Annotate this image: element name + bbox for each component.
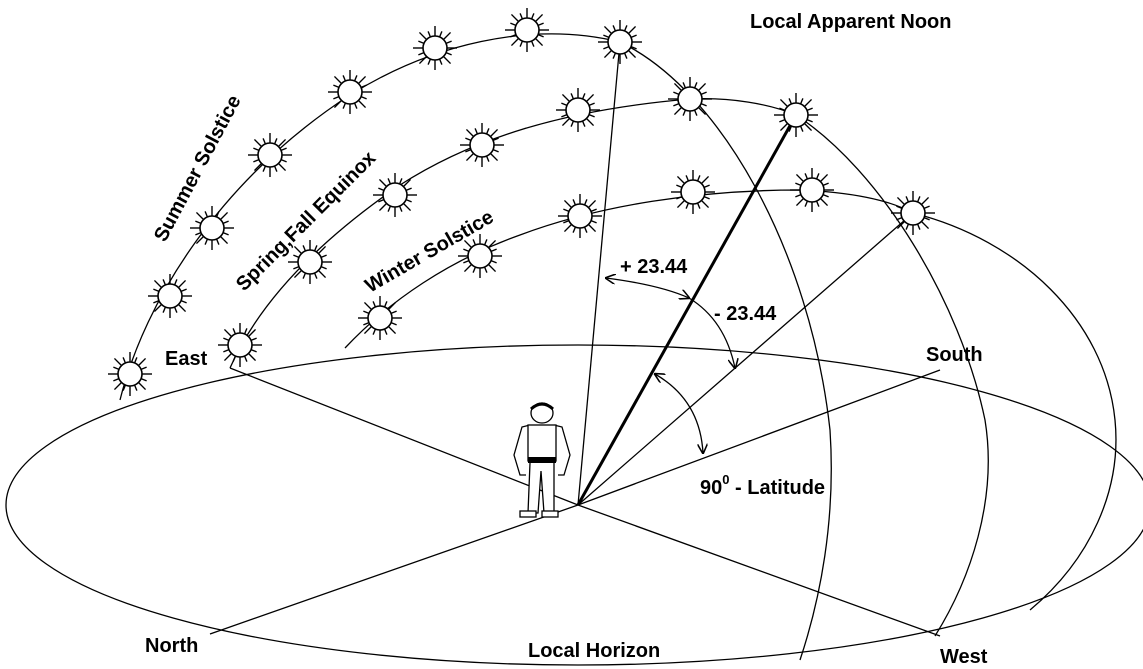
sun-icon [288, 240, 332, 284]
latitude-angle-arc [655, 374, 703, 453]
zenith-line [577, 41, 621, 506]
latitude-sup: 0 [722, 472, 729, 487]
north-line [209, 504, 579, 635]
sun-icon [671, 170, 715, 214]
winter-sky-arc [912, 212, 1117, 611]
sun-icon [668, 77, 712, 121]
sun-icon [556, 88, 600, 132]
local-apparent-noon-label: Local Apparent Noon [750, 11, 951, 33]
minus-angle-arc [688, 297, 735, 368]
sun-icon [458, 234, 502, 278]
sun-icon [558, 194, 602, 238]
sun-icon [248, 133, 292, 177]
sun-icon [218, 323, 262, 367]
winter-solstice-path [344, 189, 914, 349]
latitude-base: 90 [700, 477, 722, 499]
latitude-label: 900 - Latitude [700, 472, 825, 499]
west-line [577, 504, 941, 637]
sun-icon [774, 93, 818, 137]
sun-icon [460, 123, 504, 167]
sun-icon [373, 173, 417, 217]
equinox-sky-arc [795, 114, 989, 637]
sun-icon [598, 20, 642, 64]
sun-icon [413, 26, 457, 70]
equinox-path [229, 98, 797, 369]
south-label: South [926, 344, 983, 366]
horizon-ellipse [5, 344, 1143, 666]
person-icon [513, 402, 571, 518]
minus-angle-label: - 23.44 [714, 303, 777, 325]
east-line [229, 367, 579, 506]
sun-icon [505, 8, 549, 52]
plus-angle-label: + 23.44 [620, 256, 688, 278]
sun-icon [891, 191, 935, 235]
east-label: East [165, 348, 208, 370]
plus-angle-arc [606, 278, 689, 298]
north-label: North [145, 635, 198, 657]
sun-icon [358, 296, 402, 340]
equinox-noon-line [576, 114, 798, 506]
winter-noon-line [577, 212, 914, 506]
sun-group [108, 8, 935, 396]
sun-icon [148, 274, 192, 318]
west-label: West [940, 646, 988, 668]
south-line [577, 369, 941, 506]
latitude-rest: - Latitude [729, 477, 825, 499]
sun-icon [328, 70, 372, 114]
local-horizon-label: Local Horizon [528, 640, 660, 662]
sun-icon [790, 168, 834, 212]
sun-icon [108, 352, 152, 396]
sun-icon [190, 206, 234, 250]
